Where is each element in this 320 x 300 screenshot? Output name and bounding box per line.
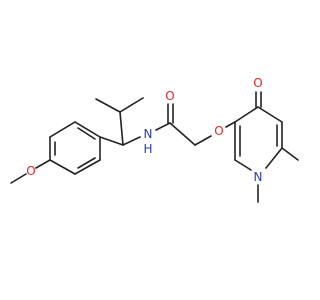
bond-ch-ch (119, 111, 124, 146)
bond-ring-c3-c4 (234, 106, 259, 123)
bond-benzene-double-2 (77, 127, 96, 140)
bond-ch-methyl-left (95, 98, 121, 113)
atom-label: H (143, 142, 152, 156)
bond-benzene-5 (74, 159, 101, 175)
bond-benzene-6 (49, 159, 76, 175)
bond-methyl-o (10, 173, 27, 184)
atom-ring-nitrogen: N (254, 170, 263, 184)
atom-label: O (26, 164, 35, 178)
bond-o-aryl (35, 159, 51, 169)
bond-ring-c6-n (265, 147, 283, 169)
atom-methoxy-oxygen: O (26, 164, 35, 178)
bond-ch-methyl-right (119, 97, 144, 113)
atom-label-layer: O N H O O O N (26, 76, 262, 184)
atom-label: O (165, 89, 174, 103)
atom-label: N (144, 127, 153, 141)
bond-benzene-double-3 (77, 157, 96, 169)
atom-amide-nitrogen: N (144, 127, 153, 141)
bond-benzene-2 (49, 121, 76, 138)
bond-n-carbonyl (155, 122, 171, 131)
bond-c6-methyl (281, 147, 299, 161)
atom-keto-oxygen: O (253, 76, 262, 90)
molecule-structure-diagram: O N H O O O N (10, 76, 299, 203)
bond-ring-c4-c5 (257, 106, 283, 123)
atom-ether-oxygen: O (214, 124, 223, 138)
atom-carbonyl-oxygen: O (165, 89, 174, 103)
bond-carbonyl-ch2 (169, 122, 196, 146)
bond-ring-n-c2 (234, 159, 252, 171)
atom-label: O (214, 124, 223, 138)
bond-ch2-o (194, 135, 212, 146)
bond-o-ring (225, 121, 236, 128)
bond-benzene-3 (74, 121, 101, 138)
bond-aryl-ch (99, 136, 124, 146)
bond-ch-n (122, 136, 141, 146)
atom-label: O (253, 76, 262, 90)
atom-label: N (254, 170, 263, 184)
atom-amide-hydrogen: H (143, 142, 152, 156)
bond-layer (10, 91, 299, 203)
